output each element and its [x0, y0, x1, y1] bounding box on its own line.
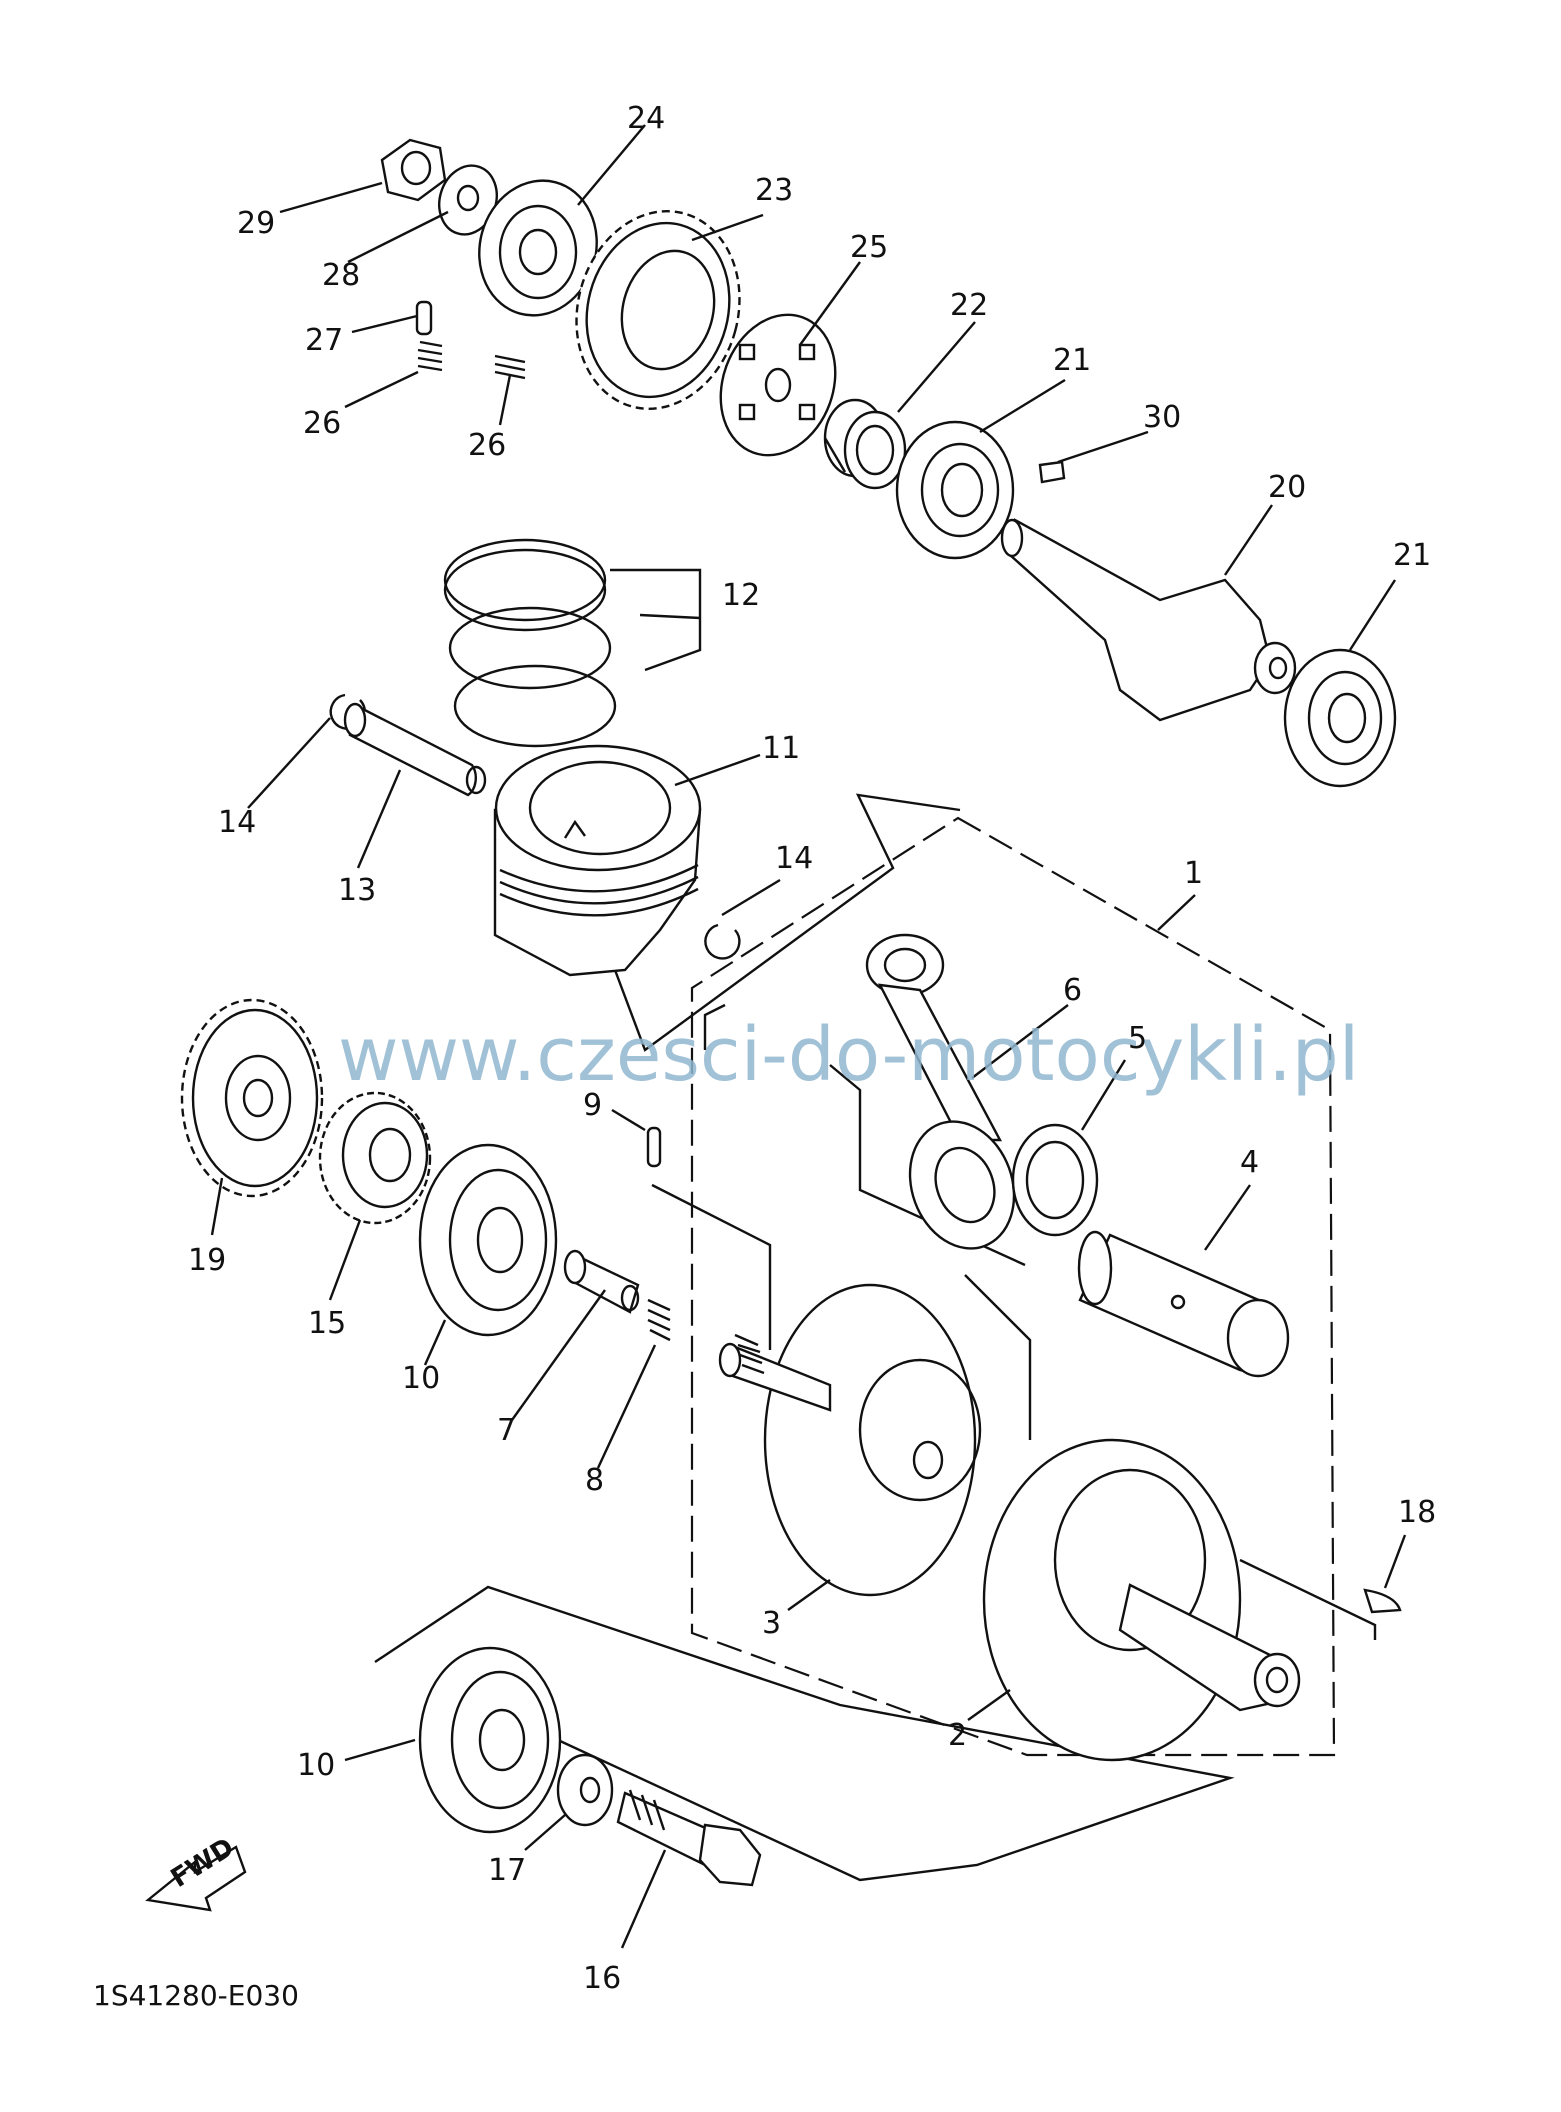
piston-rings-12	[443, 538, 617, 748]
callout-2: 2	[948, 1718, 967, 1753]
shaft-7	[563, 1249, 640, 1314]
pin-27	[415, 300, 433, 336]
key-30	[1038, 460, 1066, 484]
callout-26-left: 26	[303, 406, 341, 441]
callout-28: 28	[322, 258, 360, 293]
key-18	[1363, 1588, 1402, 1614]
callout-22: 22	[950, 288, 988, 323]
callout-4: 4	[1240, 1145, 1259, 1180]
crank-pin-4	[1077, 1230, 1290, 1378]
callout-17: 17	[488, 1853, 526, 1888]
damper-hub-24	[478, 179, 598, 317]
callout-24: 24	[627, 101, 665, 136]
bearing-21-top	[895, 420, 1015, 560]
gear-23	[575, 210, 741, 410]
piston-11	[493, 744, 702, 977]
bearing-10-bottom	[418, 1646, 562, 1834]
callout-15: 15	[308, 1306, 346, 1341]
callout-5: 5	[1128, 1021, 1147, 1056]
callout-9: 9	[583, 1088, 602, 1123]
callout-25: 25	[850, 230, 888, 265]
gear-19	[180, 998, 324, 1198]
fwd-direction-arrow: FWD	[145, 1832, 247, 1912]
balancer-shaft-20	[1000, 518, 1297, 722]
callout-20: 20	[1268, 470, 1306, 505]
callout-11: 11	[762, 731, 800, 766]
leader-lines	[210, 124, 1407, 1949]
callout-18: 18	[1398, 1495, 1436, 1530]
callout-1: 1	[1184, 856, 1203, 891]
callout-7: 7	[497, 1413, 516, 1448]
spring-8	[647, 1298, 671, 1342]
callout-26-center: 26	[468, 428, 506, 463]
circlip-14-right	[704, 923, 741, 960]
assembly-group-outlines	[374, 793, 1377, 1882]
callout-29: 29	[237, 206, 275, 241]
callout-10-top: 10	[402, 1361, 440, 1396]
callout-21-top: 21	[1053, 343, 1091, 378]
plate-25	[719, 313, 837, 457]
callout-19: 19	[188, 1243, 226, 1278]
callout-21-right: 21	[1393, 538, 1431, 573]
callout-14-right: 14	[775, 841, 813, 876]
callout-30: 30	[1143, 400, 1181, 435]
connecting-rod-6	[865, 933, 1016, 1250]
diagram-reference-code: 1S41280-E030	[93, 1979, 299, 2012]
crank-wheel-left-3	[718, 1283, 982, 1597]
gear-15	[318, 1091, 432, 1225]
callout-23: 23	[755, 173, 793, 208]
pin-9	[646, 1126, 662, 1168]
callout-10-bottom: 10	[297, 1748, 335, 1783]
callout-8: 8	[585, 1463, 604, 1498]
callout-6: 6	[1063, 973, 1082, 1008]
collar-22	[823, 398, 907, 490]
watermark-url: www.czesci-do-motocykli.pl	[338, 1012, 1359, 1098]
piston-pin-13	[343, 702, 487, 797]
spring-26-center	[494, 354, 526, 380]
washer-17	[556, 1753, 614, 1827]
callout-16: 16	[583, 1961, 621, 1996]
callout-labels: 1 2 3 4 5 6 7 8 9 10 10 11 12 13 14 14 1…	[188, 101, 1436, 1996]
bolt-16	[616, 1789, 762, 1887]
needle-bearing-5	[1011, 1123, 1099, 1237]
bearing-10-top	[418, 1143, 558, 1337]
crank-wheel-right-2	[982, 1438, 1301, 1762]
bearing-21-right	[1283, 648, 1397, 788]
callout-13: 13	[338, 873, 376, 908]
spring-26-left	[417, 340, 443, 372]
callout-14-left: 14	[218, 805, 256, 840]
nut-29	[380, 138, 447, 202]
callout-27: 27	[305, 323, 343, 358]
callout-3: 3	[762, 1606, 781, 1641]
callout-12: 12	[722, 578, 760, 613]
